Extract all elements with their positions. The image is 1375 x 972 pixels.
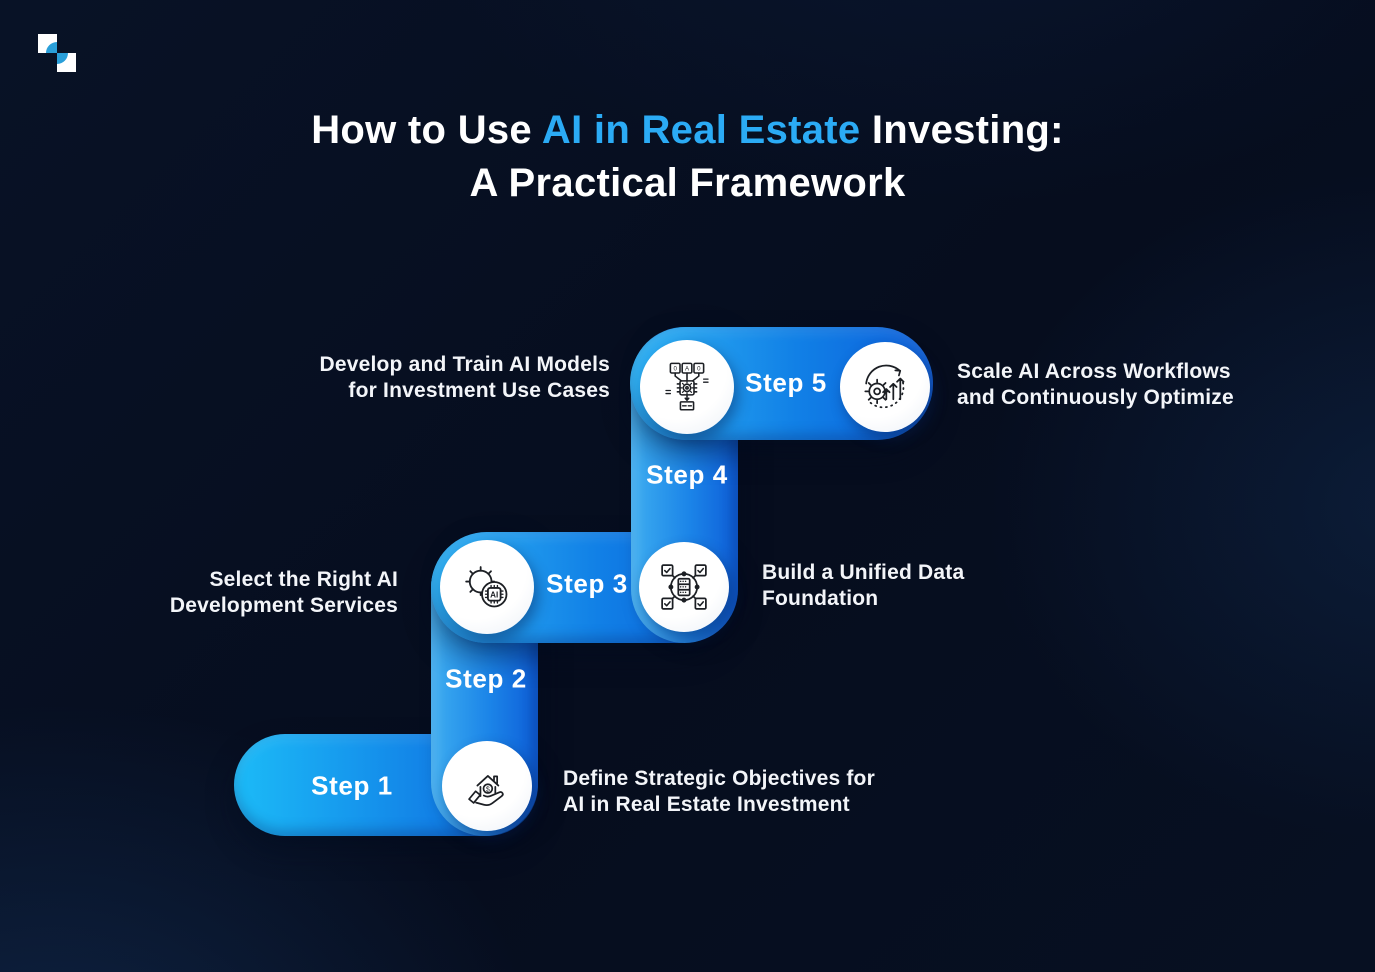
step-2-icon-node: AI	[440, 540, 534, 634]
gear-ai-chip-icon: AI	[465, 566, 508, 608]
step-5-icon-node	[840, 342, 930, 432]
step-3-label: Step 3	[546, 568, 628, 599]
step-1-label: Step 1	[311, 770, 393, 801]
logo-quarter-circle	[57, 53, 68, 64]
step-5-label: Step 5	[745, 367, 827, 398]
house-dollar-hand-icon: $	[468, 775, 504, 806]
logo-quarter-circle	[46, 42, 57, 53]
step-2-description: Select the Right AI Development Services	[169, 568, 398, 617]
step-1-icon-node: $	[442, 741, 532, 831]
title-line-2: A Practical Framework	[469, 161, 906, 205]
step-3-icon-node	[639, 542, 729, 632]
title-line-1: How to Use AI in Real Estate Investing:	[0, 104, 1375, 157]
ai-model-training-icon: 0 A 0	[665, 362, 709, 411]
unified-data-icon	[661, 564, 707, 610]
svg-text:$: $	[486, 786, 490, 793]
logo-square-bottom	[57, 53, 76, 72]
title-highlight: AI in Real Estate	[541, 108, 861, 152]
step-4-icon-node: 0 A 0	[640, 340, 734, 434]
title-post: Investing:	[860, 108, 1064, 152]
step-1-description: Define Strategic Objectives for AI in Re…	[563, 767, 875, 816]
logo-square-top	[38, 34, 57, 53]
step-2-label: Step 2	[445, 663, 527, 694]
title-pre: How to Use	[311, 108, 542, 152]
page-title: How to Use AI in Real Estate Investing: …	[0, 104, 1375, 210]
step-3-description: Build a Unified Data Foundation	[762, 561, 965, 610]
scale-optimize-icon	[864, 364, 905, 409]
step-4-label: Step 4	[646, 459, 728, 490]
svg-text:A: A	[685, 365, 690, 372]
svg-text:AI: AI	[490, 590, 498, 599]
svg-text:0: 0	[697, 365, 701, 372]
step-5-description: Scale AI Across Workflows and Continuous…	[957, 360, 1234, 409]
svg-text:0: 0	[673, 365, 677, 372]
step-4-description: Develop and Train AI Models for Investme…	[319, 353, 610, 402]
